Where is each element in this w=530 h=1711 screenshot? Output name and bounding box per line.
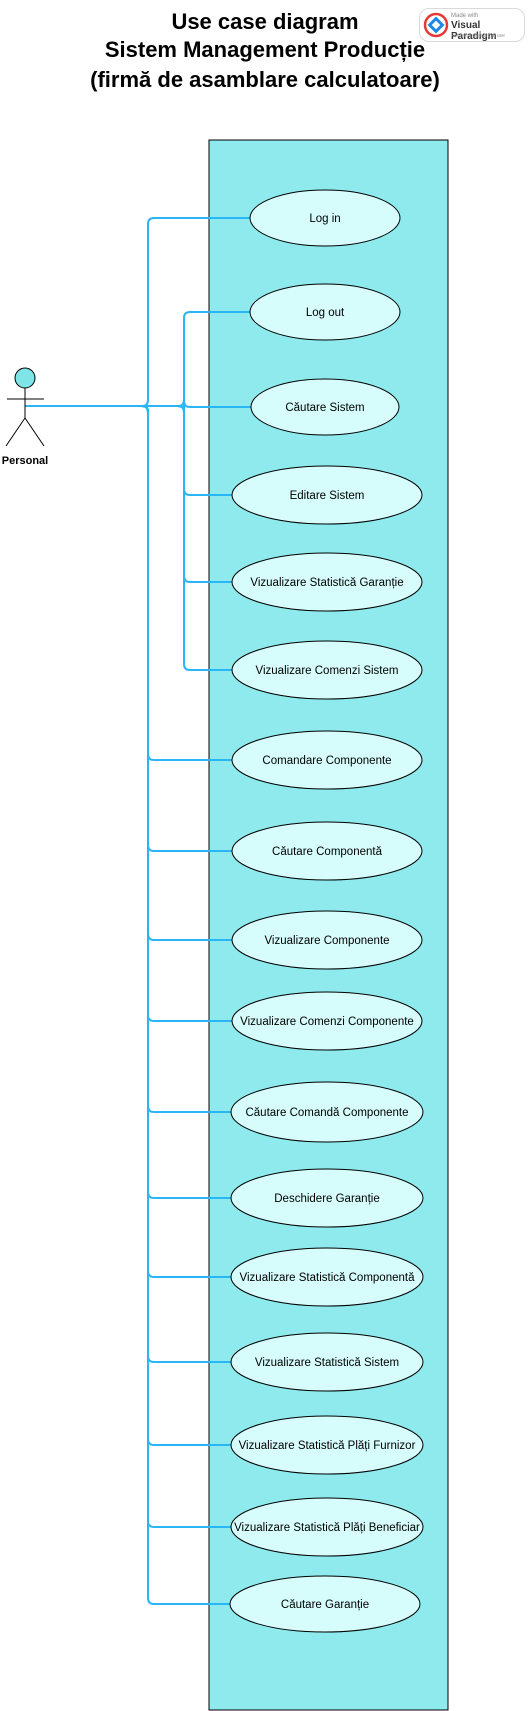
actor-left-leg [5, 417, 26, 447]
use-case[interactable]: Deschidere Garanție [230, 1168, 424, 1228]
use-case-ellipse [231, 910, 423, 970]
use-case[interactable]: Vizualizare Statistică Garanție [231, 552, 423, 612]
visual-paradigm-watermark: Made with Visual Paradigm For non-commer… [419, 8, 525, 42]
use-case-label: Vizualizare Comenzi Sistem [256, 665, 399, 677]
use-case-label: Vizualizare Statistică Garanție [250, 577, 403, 589]
watermark-made-with: Made with [451, 13, 479, 19]
use-case-ellipse [231, 640, 423, 700]
watermark-brand: Visual Paradigm [451, 20, 497, 42]
use-case[interactable]: Comandare Componente [231, 730, 423, 790]
association-line [25, 405, 232, 496]
use-case[interactable]: Vizualizare Componente [231, 910, 423, 970]
use-case-ellipse [230, 1168, 424, 1228]
use-case-ellipse [249, 189, 401, 247]
use-case[interactable]: Căutare Comandă Componente [230, 1081, 424, 1143]
use-case-label: Căutare Comandă Componente [245, 1107, 408, 1119]
use-case-label: Editare Sistem [290, 490, 365, 502]
actor-head [14, 367, 36, 389]
diagram-title-line-3: (firmă de asamblare calculatoare) [90, 67, 440, 92]
use-case-label: Căutare Componentă [272, 846, 383, 858]
association-line [25, 405, 232, 1022]
use-case-label: Comandare Componente [262, 755, 391, 767]
use-case-ellipse [231, 730, 423, 790]
use-case[interactable]: Căutare Sistem [250, 378, 400, 436]
use-case-label: Vizualizare Comenzi Componente [240, 1016, 414, 1028]
use-case-label: Vizualizare Statistică Plăți Beneficiar [234, 1522, 420, 1534]
use-case-label: Log out [306, 307, 345, 319]
use-case[interactable]: Vizualizare Statistică Plăți Beneficiar [230, 1497, 424, 1557]
use-case-label: Log in [309, 213, 340, 225]
association-line [25, 405, 230, 1605]
use-case-ellipse [230, 1497, 424, 1557]
association-line [25, 405, 231, 1363]
association-line [25, 405, 232, 671]
association-line [25, 405, 231, 1278]
watermark-note: For non-commercial use [451, 33, 505, 39]
use-case-label: Deschidere Garanție [274, 1193, 379, 1205]
use-case-ellipse [230, 1247, 424, 1307]
use-case[interactable]: Editare Sistem [231, 465, 423, 525]
actor-label: Personal [2, 455, 48, 467]
diagram-title-line-2: Sistem Management Producție [104, 37, 426, 62]
use-case-label: Căutare Garanție [281, 1599, 369, 1611]
use-case-label: Vizualizare Componente [264, 935, 389, 947]
use-case-ellipse [231, 821, 423, 881]
use-case[interactable]: Vizualizare Statistică Sistem [230, 1332, 424, 1392]
use-case[interactable]: Vizualizare Statistică Plăți Furnizor [230, 1415, 424, 1475]
use-case-ellipse [229, 1575, 421, 1633]
use-case-ellipse [230, 1332, 424, 1392]
use-case[interactable]: Vizualizare Statistică Componentă [230, 1247, 424, 1307]
use-case[interactable]: Căutare Componentă [231, 821, 423, 881]
use-case[interactable]: Log in [249, 189, 401, 247]
use-case-ellipse [249, 283, 401, 341]
use-case-label: Vizualizare Statistică Componentă [240, 1272, 416, 1284]
use-case[interactable]: Vizualizare Comenzi Componente [231, 991, 423, 1051]
association-lines [25, 217, 251, 1605]
use-case[interactable]: Căutare Garanție [229, 1575, 421, 1633]
use-case[interactable]: Vizualizare Comenzi Sistem [231, 640, 423, 700]
use-case-label: Vizualizare Statistică Plăți Furnizor [239, 1440, 416, 1452]
association-line [25, 405, 231, 1199]
visual-paradigm-logo-icon [423, 12, 449, 38]
association-line [25, 405, 232, 941]
use-case-ellipse [231, 991, 423, 1051]
use-case-ellipse [230, 1081, 424, 1143]
actor-right-leg [24, 417, 45, 447]
use-case-ellipse [231, 465, 423, 525]
actor-personal[interactable]: Personal [2, 367, 48, 467]
association-line [25, 405, 232, 852]
use-case-ellipse [231, 552, 423, 612]
use-case-ellipse [230, 1415, 424, 1475]
diagram-title-line-1: Use case diagram [171, 9, 359, 34]
association-line [25, 405, 231, 1528]
use-case-label: Vizualizare Statistică Sistem [255, 1357, 399, 1369]
use-case[interactable]: Log out [249, 283, 401, 341]
use-case-label: Căutare Sistem [285, 402, 364, 414]
use-case-ellipse [250, 378, 400, 436]
association-line [25, 405, 231, 1446]
